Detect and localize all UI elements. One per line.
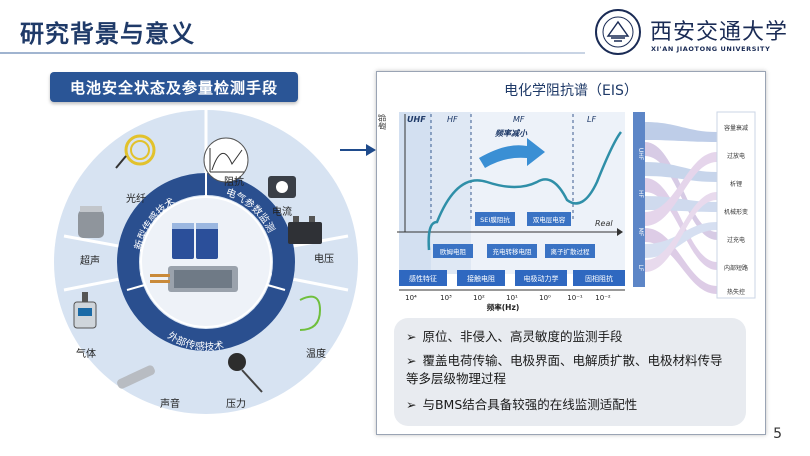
label-gas: 气体: [76, 349, 96, 360]
voltage-module-icon: [288, 216, 322, 244]
bullet-text: 与BMS结合具备较强的在线监测适配性: [422, 397, 638, 412]
bullet-text: 原位、非侵入、高灵敏度的监测手段: [422, 329, 623, 344]
university-logo: 西安交通大学 XI'AN JIAOTONG UNIVERSITY: [594, 8, 804, 56]
bullet-text: 覆盖电荷传输、电极界面、电解质扩散、电极材料传导等多层级物理过程: [406, 353, 723, 386]
impedance-chart-icon: [203, 137, 249, 183]
box-double-layer: 双电层电容: [533, 215, 566, 224]
box-charge-transfer: 充电转移电阻: [493, 247, 533, 256]
fault-label: 容量衰减: [724, 124, 748, 132]
freq-tick: 10⁰: [539, 294, 551, 302]
title-divider: [0, 52, 585, 54]
freq-tick: 10⁻¹: [567, 294, 583, 302]
label-impedance: 阻抗: [224, 177, 244, 188]
fault-label: 析锂: [730, 180, 742, 188]
chip-mf: MF: [637, 228, 644, 237]
university-name-cn: 西安交通大学: [650, 20, 789, 45]
fault-label: 热失控: [727, 288, 745, 296]
detection-methods-header: 电池安全状态及参量检测手段: [50, 72, 298, 102]
chip-hf: HF: [637, 190, 644, 199]
sound-sensor-icon: [117, 365, 155, 389]
pressure-sensor-icon: [228, 353, 263, 393]
freq-tick: 10⁻²: [595, 294, 611, 302]
box-solid-phase: 固相阻抗: [585, 274, 613, 283]
frequency-trend-arrow: [479, 138, 545, 168]
page-title: 研究背景与意义: [20, 20, 195, 48]
box-ohmic: 欧姆电阻: [440, 247, 467, 256]
nyquist-curve: [427, 131, 623, 251]
battery-pack-icon: [150, 223, 238, 292]
sankey-flows: [645, 122, 717, 294]
page-number: 5: [773, 426, 782, 442]
label-ultrasound: 超声: [80, 256, 100, 267]
band-uhf: UHF: [407, 115, 426, 124]
eis-diagram: 虚部 Real UHF HF MF LF 频率减小 SEI膜阻抗 双电层电容 欧…: [377, 111, 756, 312]
chip-uhf: UHF: [637, 148, 644, 161]
label-sound: 声音: [160, 399, 180, 410]
bullet-item: ➢覆盖电荷传输、电极界面、电解质扩散、电极材料传导等多层级物理过程: [406, 352, 734, 388]
label-current: 电流: [272, 207, 292, 218]
fiber-icon: [115, 134, 156, 169]
band-lf: LF: [587, 115, 596, 124]
label-temperature: 温度: [306, 349, 326, 360]
university-name-en: XI'AN JIAOTONG UNIVERSITY: [651, 45, 771, 53]
box-sei: SEI膜阻抗: [480, 215, 510, 224]
fault-label: 机械形变: [724, 208, 748, 216]
trend-label: 频率减小: [495, 129, 528, 138]
current-sensor-icon: [268, 176, 296, 198]
temperature-probe-icon: [299, 295, 322, 331]
detection-ring-diagram: 新型传感技术 电气参数监测 外部传感技术: [54, 108, 376, 414]
band-hf: HF: [447, 115, 458, 124]
freq-tick: 10⁴: [405, 294, 417, 302]
ultrasound-sensor-icon: [78, 206, 104, 238]
arrow-bullet-icon: ➢: [406, 329, 417, 344]
chip-lf: LF: [637, 265, 644, 272]
arrow-bullet-icon: ➢: [406, 397, 417, 412]
eis-title: 电化学阻抗谱（EIS）: [504, 83, 638, 99]
label-pressure: 压力: [226, 399, 246, 410]
freq-tick: 10¹: [506, 294, 518, 302]
bullet-item: ➢ 原位、非侵入、高灵敏度的监测手段: [406, 328, 623, 346]
freq-tick: 10³: [440, 294, 452, 302]
seal-icon: [595, 9, 641, 55]
gas-sensor-icon: [73, 292, 97, 329]
y-axis-label: 虚部: [377, 114, 387, 130]
freq-tick: 10²: [473, 294, 485, 302]
arrow-bullet-icon: ➢: [406, 353, 417, 368]
bullet-box: ➢原位、非侵入、高灵敏度的监测手段 ➢覆盖电荷传输、电极界面、电解质扩散、电极材…: [394, 318, 746, 426]
freq-axis-label: 频率(Hz): [487, 302, 520, 312]
fault-label: 过放电: [727, 152, 745, 160]
bullet-item: ➢ 与BMS结合具备较强的在线监测适配性: [406, 396, 637, 414]
fault-label: 内部短路: [724, 264, 748, 272]
fault-label: 过充电: [727, 236, 745, 244]
label-voltage: 电压: [314, 254, 334, 265]
box-electrode-kinetics: 电极动力学: [524, 274, 559, 283]
label-fiber: 光纤: [126, 194, 146, 205]
box-inductive: 感性特征: [409, 274, 437, 283]
box-contact: 接触电阻: [467, 274, 495, 283]
box-ion-diffusion: 离子扩散过程: [551, 247, 591, 256]
band-mf: MF: [513, 115, 525, 124]
x-axis-label: Real: [595, 219, 613, 228]
